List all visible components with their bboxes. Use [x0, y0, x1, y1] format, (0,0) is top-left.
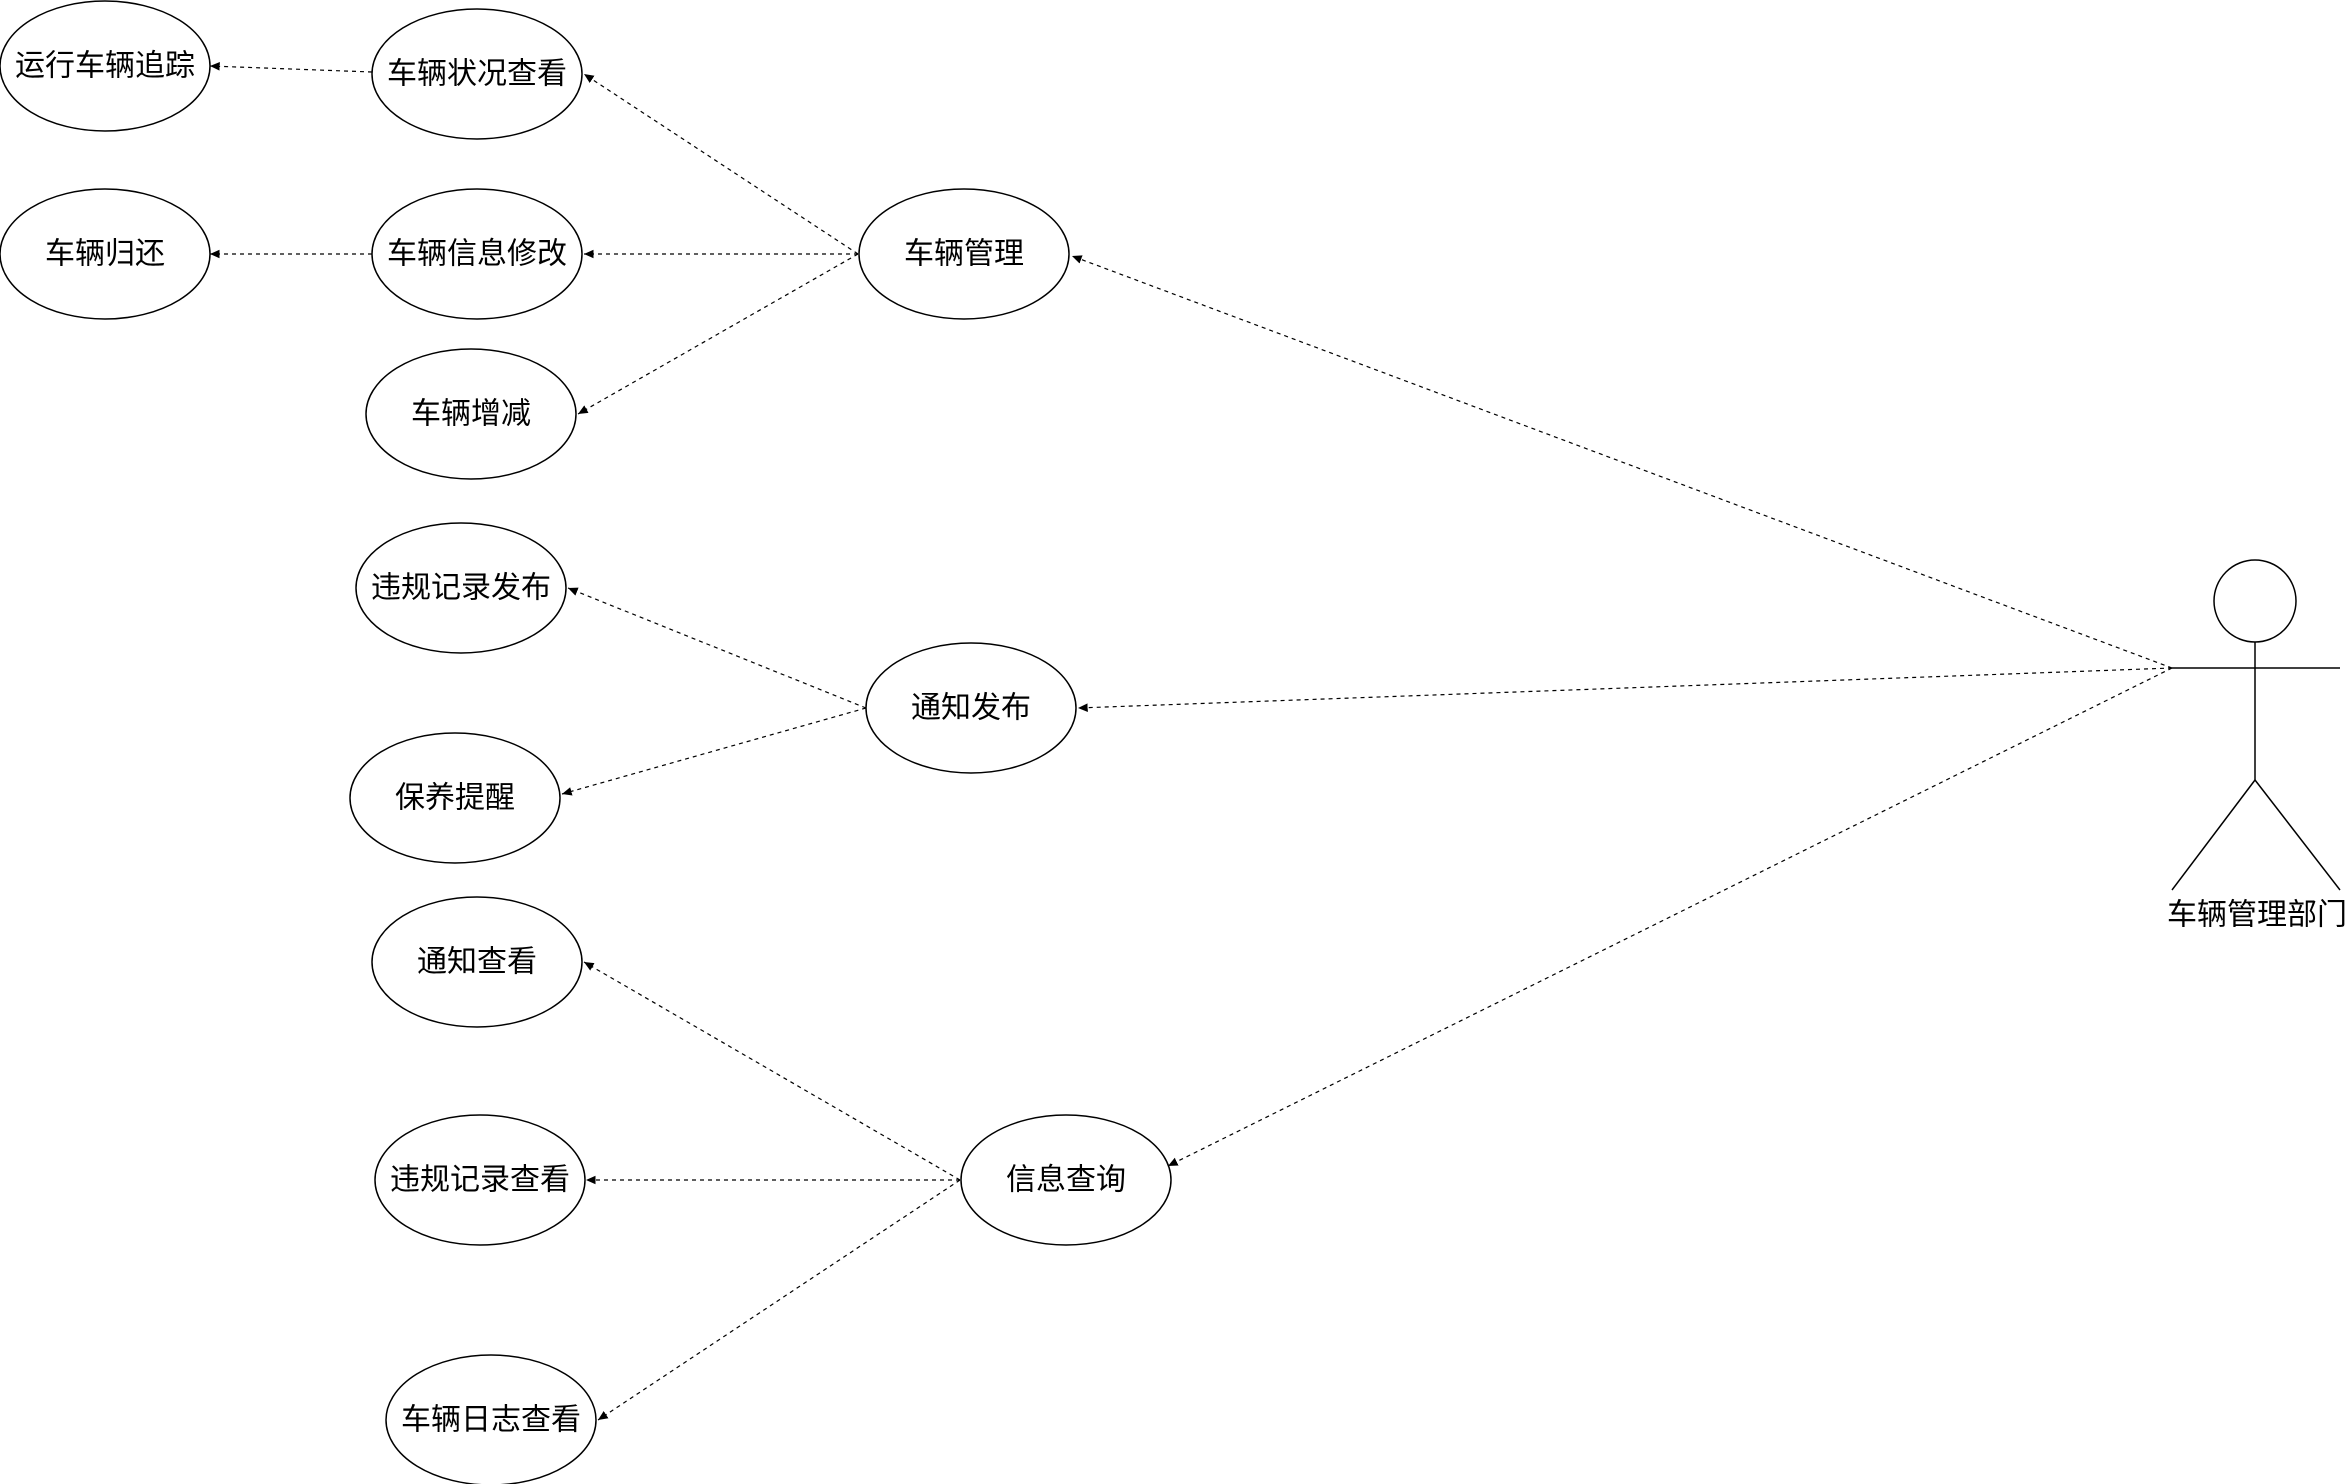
use-case-violation-view[interactable]: 违规记录查看 — [374, 1114, 586, 1246]
use-case-label: 违规记录发布 — [371, 571, 551, 606]
use-case-notice-publish[interactable]: 通知发布 — [865, 642, 1077, 774]
use-case-vehicle-return[interactable]: 车辆归还 — [0, 188, 211, 320]
edge-actor-to-vehicle-management — [1071, 255, 2173, 669]
use-case-vehicle-status-view[interactable]: 车辆状况查看 — [371, 8, 583, 140]
use-case-vehicle-info-edit[interactable]: 车辆信息修改 — [371, 188, 583, 320]
actor-left-leg — [2171, 779, 2256, 891]
use-case-label: 车辆管理 — [904, 237, 1024, 272]
actor-right-leg — [2254, 779, 2341, 891]
use-case-label: 车辆信息修改 — [387, 237, 567, 272]
use-case-vehicle-add-remove[interactable]: 车辆增减 — [365, 348, 577, 480]
edge-vm-to-add-remove — [577, 253, 859, 415]
use-case-violation-publish[interactable]: 违规记录发布 — [355, 522, 567, 654]
edge-np-to-maintenance — [561, 707, 867, 796]
use-case-label: 保养提醒 — [395, 781, 515, 816]
use-case-label: 车辆状况查看 — [387, 57, 567, 92]
actor-head-icon — [2213, 559, 2297, 643]
use-case-label: 信息查询 — [1006, 1163, 1126, 1198]
edge-iq-to-notice-view — [583, 961, 961, 1181]
use-case-info-query[interactable]: 信息查询 — [960, 1114, 1172, 1246]
use-case-running-tracking[interactable]: 运行车辆追踪 — [0, 0, 211, 132]
use-case-label: 通知查看 — [417, 945, 537, 980]
actor-label: 车辆管理部门 — [2167, 898, 2346, 933]
use-case-label: 车辆归还 — [45, 237, 165, 272]
edge-vm-to-status-view — [583, 73, 859, 255]
use-case-label: 通知发布 — [911, 691, 1031, 726]
edge-actor-to-info-query — [1167, 667, 2173, 1167]
use-case-label: 车辆增减 — [411, 397, 531, 432]
use-case-notice-view[interactable]: 通知查看 — [371, 896, 583, 1028]
use-case-label: 违规记录查看 — [390, 1163, 570, 1198]
edges — [209, 62, 2173, 1421]
use-case-vehicle-management[interactable]: 车辆管理 — [858, 188, 1070, 320]
use-case-vehicle-log-view[interactable]: 车辆日志查看 — [385, 1354, 597, 1484]
edge-status-to-tracking — [209, 62, 373, 73]
use-case-label: 运行车辆追踪 — [15, 49, 195, 84]
actor[interactable]: 车辆管理部门 — [2167, 559, 2346, 933]
edge-iq-to-log-view — [597, 1179, 961, 1421]
use-case-label: 车辆日志查看 — [401, 1403, 581, 1438]
edge-actor-to-notice-publish — [1077, 667, 2173, 712]
use-case-maintenance-reminder[interactable]: 保养提醒 — [349, 732, 561, 864]
edge-np-to-violation-publish — [567, 587, 867, 709]
